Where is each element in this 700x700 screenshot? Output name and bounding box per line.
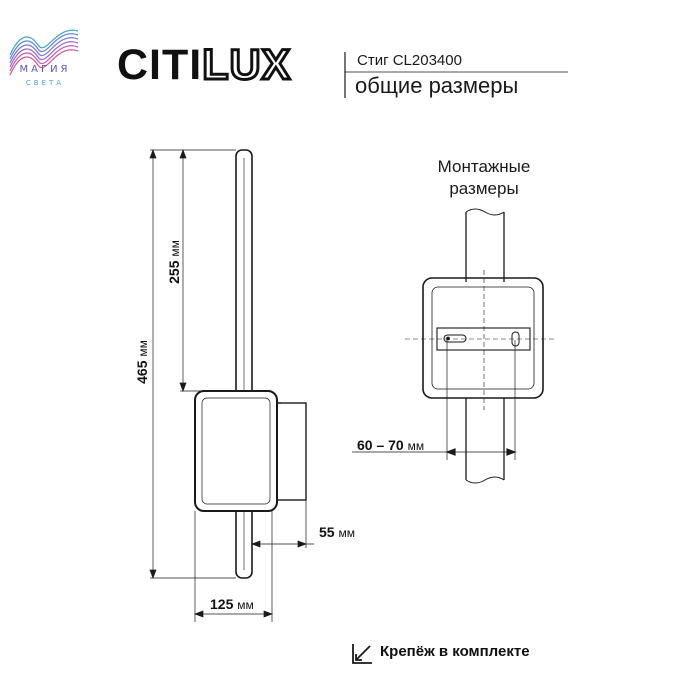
mount-square-inner <box>431 286 535 390</box>
lamp-mount-box <box>274 402 307 501</box>
mount-plate <box>436 327 531 351</box>
lamp-side-view <box>194 149 307 579</box>
mounting-view <box>352 208 555 484</box>
brand-logo-left: CITI <box>117 41 203 89</box>
mount-square-outer <box>422 277 544 399</box>
partner-logo-title: МАГИЯ <box>19 64 71 75</box>
mounting-title: Монтажные размеры <box>415 156 553 200</box>
kit-note: Крепёж в комплекте <box>380 643 530 660</box>
dimension-width: 125 мм <box>210 596 254 612</box>
partner-logo-subtitle: СВЕТА <box>25 79 65 87</box>
dimension-total-height-value: 465 <box>134 360 150 384</box>
dimension-total-height-unit: мм <box>136 340 150 357</box>
lamp-bar <box>235 149 253 579</box>
brand-logo-right: LUX <box>201 41 292 89</box>
dimension-width-unit: мм <box>237 598 254 612</box>
magia-sveta-logo <box>9 29 79 76</box>
dimension-lines <box>149 149 314 622</box>
lamp-square-body <box>194 390 278 512</box>
dimension-width-value: 125 <box>210 596 234 612</box>
dimension-depth-value: 55 <box>319 524 335 540</box>
dimension-depth-unit: мм <box>338 526 355 540</box>
page-subtitle: общие размеры <box>355 73 519 98</box>
arrow-into-corner-icon <box>352 644 372 664</box>
dimension-upper-height-unit: мм <box>168 240 182 257</box>
dimension-total-height: 465 мм <box>134 340 150 384</box>
mounting-title-line2: размеры <box>449 179 519 198</box>
mounting-title-line1: Монтажные <box>437 157 531 176</box>
dimension-mount-spacing-value: 60 – 70 <box>357 437 404 453</box>
dimension-upper-height: 255 мм <box>166 240 182 284</box>
dimension-upper-height-value: 255 <box>166 260 182 284</box>
dimension-mount-spacing-unit: мм <box>407 439 425 453</box>
citilux-logo: CITILUX <box>117 41 292 89</box>
model-name: Стиг CL203400 <box>357 52 462 69</box>
dimension-depth: 55 мм <box>319 524 355 540</box>
dimension-mount-spacing: 60 – 70 мм <box>357 437 424 453</box>
